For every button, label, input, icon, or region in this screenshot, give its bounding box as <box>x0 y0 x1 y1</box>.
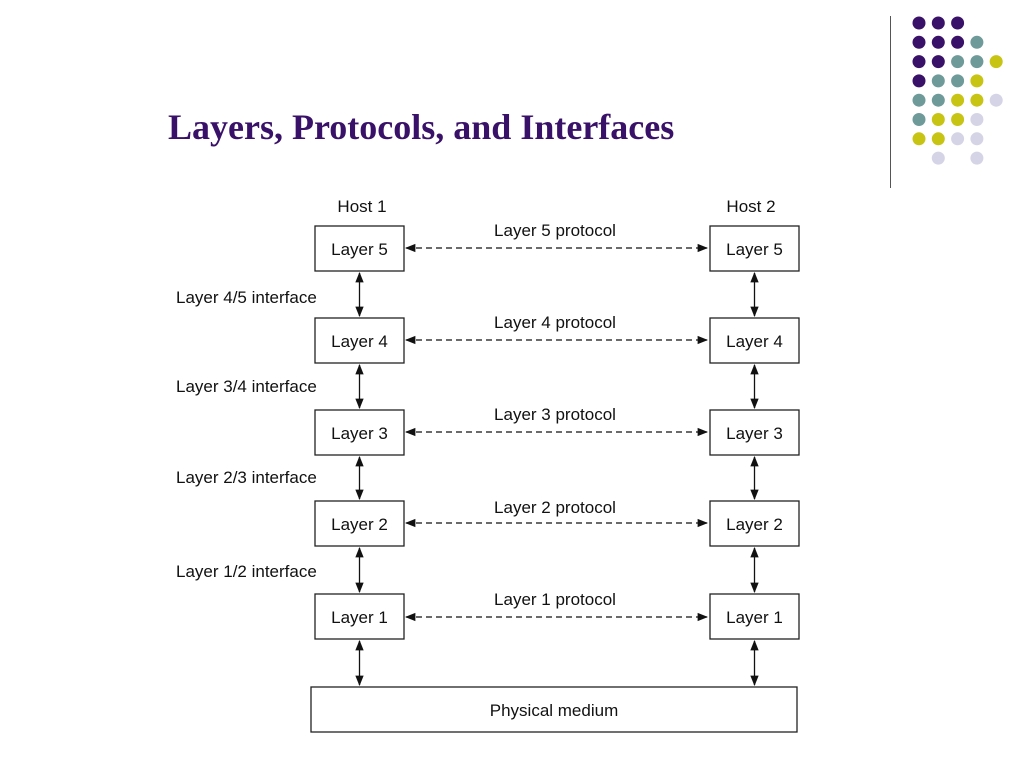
layer-4-protocol-label: Layer 4 protocol <box>494 313 616 332</box>
host-1-layer-2-box <box>314 500 405 547</box>
decorative-dot <box>931 16 945 30</box>
decorative-dot <box>912 132 926 146</box>
layer-5-row: Layer 5 Layer 5 Layer 5 protocol <box>314 221 800 272</box>
decorative-dot <box>931 74 945 88</box>
host-1-layer-1-box <box>314 593 405 640</box>
decorative-dot <box>951 93 965 107</box>
interface-4-5-label: Layer 4/5 interface <box>176 288 317 307</box>
host-2-layer-1-label: Layer 1 <box>726 608 783 627</box>
decorative-dot <box>970 74 984 88</box>
decorative-dot <box>912 35 926 49</box>
host-1-layer-5-box <box>314 225 405 272</box>
host-1-layer-2-label: Layer 2 <box>331 515 388 534</box>
decorative-dot <box>912 93 926 107</box>
decorative-dot <box>970 93 984 107</box>
decorative-dot <box>912 74 926 88</box>
decorative-dot <box>912 113 926 126</box>
decorative-dot <box>912 16 926 30</box>
host-2-layer-5-label: Layer 5 <box>726 240 783 259</box>
host-2-layer-3-box <box>709 409 800 456</box>
decorative-dot <box>931 132 945 146</box>
decorative-dot <box>989 93 1003 107</box>
interface-2-3-label: Layer 2/3 interface <box>176 468 317 487</box>
decorative-dot <box>970 55 984 69</box>
host-1-layer-4-label: Layer 4 <box>331 332 388 351</box>
host-2-layer-1-box <box>709 593 800 640</box>
layer-5-protocol-label: Layer 5 protocol <box>494 221 616 240</box>
decorative-dot <box>970 132 984 146</box>
slide-title: Layers, Protocols, and Interfaces <box>168 107 675 147</box>
host-2-label: Host 2 <box>726 197 775 216</box>
layer-2-protocol-label: Layer 2 protocol <box>494 498 616 517</box>
host-1-layer-1-label: Layer 1 <box>331 608 388 627</box>
decorative-dot-grid <box>912 16 1003 165</box>
host-2-layer-2-box <box>709 500 800 547</box>
decorative-dot <box>951 55 965 69</box>
layer-4-row: Layer 4 Layer 4 Layer 4 protocol <box>314 313 800 364</box>
decorative-dot <box>931 35 945 49</box>
host-2-layer-3-label: Layer 3 <box>726 424 783 443</box>
decorative-dot <box>989 55 1003 69</box>
host-1-layer-3-label: Layer 3 <box>331 424 388 443</box>
decorative-dot <box>970 151 984 165</box>
layer-1-row: Layer 1 Layer 1 Layer 1 protocol <box>314 590 800 640</box>
layer-3-row: Layer 3 Layer 3 Layer 3 protocol <box>314 405 800 456</box>
physical-medium-label: Physical medium <box>490 701 619 720</box>
layer-3-protocol-label: Layer 3 protocol <box>494 405 616 424</box>
layer-2-row: Layer 2 Layer 2 Layer 2 protocol <box>314 498 800 547</box>
host-1-layer-5-label: Layer 5 <box>331 240 388 259</box>
decorative-dot <box>951 113 965 126</box>
decorative-dot <box>970 35 984 49</box>
decorative-dot <box>970 113 984 126</box>
decorative-dot <box>951 16 965 30</box>
decorative-dot <box>931 113 945 126</box>
decorative-dot <box>931 93 945 107</box>
vertical-divider <box>890 16 891 188</box>
decorative-dot <box>931 151 945 165</box>
host-2-layer-4-label: Layer 4 <box>726 332 783 351</box>
physical-medium-box <box>310 686 798 733</box>
decorative-dot <box>931 55 945 69</box>
decorative-dot <box>951 35 965 49</box>
host-2-layer-2-label: Layer 2 <box>726 515 783 534</box>
host-2-layer-5-box <box>709 225 800 272</box>
host-2-layer-4-box <box>709 317 800 364</box>
decorative-dot <box>951 74 965 88</box>
decorative-dot <box>951 132 965 146</box>
interface-1-2-label: Layer 1/2 interface <box>176 562 317 581</box>
decorative-dot <box>912 55 926 69</box>
host-1-layer-4-box <box>314 317 405 364</box>
interface-3-4-label: Layer 3/4 interface <box>176 377 317 396</box>
layer-1-protocol-label: Layer 1 protocol <box>494 590 616 609</box>
host-1-layer-3-box <box>314 409 405 456</box>
host-1-label: Host 1 <box>337 197 386 216</box>
